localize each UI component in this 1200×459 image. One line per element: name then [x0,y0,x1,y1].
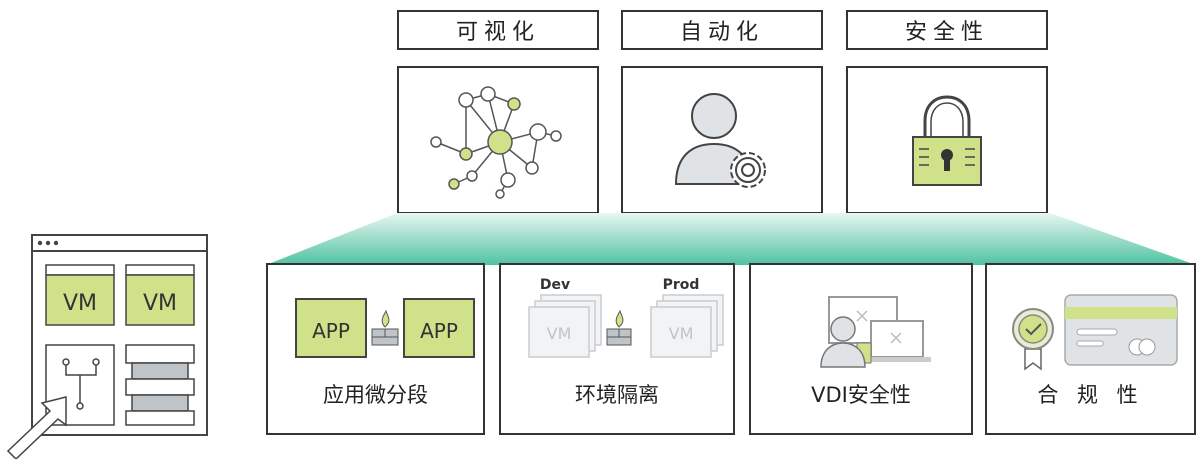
vm-prod-label: VM [669,324,694,343]
usecase-label-compliance: 合 规 性 [1037,383,1144,407]
feature-card-automation [621,66,823,214]
app-label-1: APP [312,319,350,343]
user-gear-icon [674,93,766,188]
dev-label: Dev [540,277,570,293]
connector-beam [266,213,1196,265]
storage-icon [125,344,195,426]
prod-label: Prod [663,277,700,293]
network-icon [62,358,100,410]
app-label-2: APP [420,319,458,343]
feature-label-visibility: 可视化 [397,10,599,50]
usecase-card-environment-isolation: Dev Prod VM VM 环境隔离 [499,263,735,435]
usecase-card-app-microsegmentation: APP APP 应用微分段 [266,263,485,435]
usecase-label-app-microsegmentation: 应用微分段 [323,383,428,407]
firewall-icon [371,309,398,346]
usecase-card-vdi-security: VDI安全性 [749,263,973,435]
network-graph-icon [430,86,562,199]
workload-window-illustration: VM VM [6,234,208,459]
app-microsegmentation-icon: APP APP [294,298,475,358]
feature-label-security: 安全性 [846,10,1048,50]
feature-label-automation: 自动化 [621,10,823,50]
usecase-label-vdi-security: VDI安全性 [811,383,911,407]
firewall-icon [606,309,632,346]
vdi-devices-icon [820,296,931,368]
vm-label-1: VM [63,291,97,316]
vm-dev-label: VM [547,324,572,343]
environment-isolation-icon: Dev Prod VM VM [528,277,724,358]
vm-label-2: VM [143,291,177,316]
usecase-card-compliance: 合 规 性 [985,263,1196,435]
cursor-icon [6,396,67,459]
padlock-icon [912,95,982,186]
feature-card-visibility [397,66,599,214]
feature-card-security [846,66,1048,214]
usecase-label-environment-isolation: 环境隔离 [575,383,659,407]
compliance-card-icon [1011,294,1178,371]
